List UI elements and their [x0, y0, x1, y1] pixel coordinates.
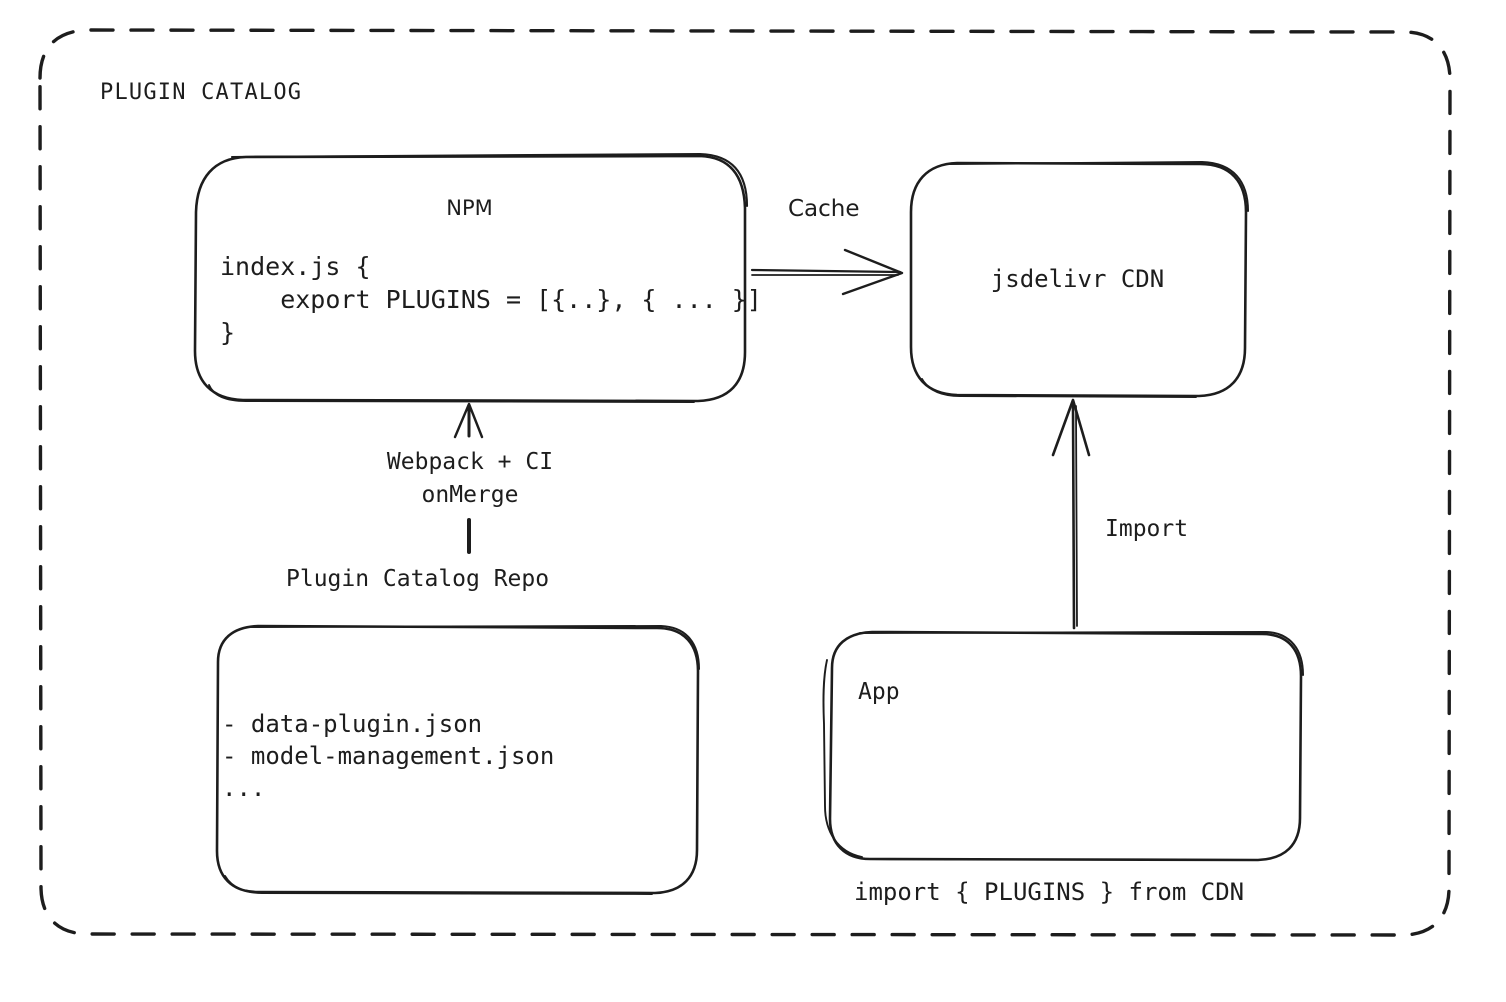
app-node-title: App — [858, 679, 900, 705]
repo-node-caption: Plugin Catalog Repo — [286, 566, 550, 592]
app-node-code: import { PLUGINS } from CDN PLUGINS.forE… — [854, 737, 1244, 1002]
cache-edge-label: Cache — [788, 196, 860, 222]
cache-arrow — [750, 248, 904, 296]
app-code-line-1: import { PLUGINS } from CDN — [854, 878, 1245, 906]
import-edge-label: Import — [1105, 516, 1189, 542]
build-edge-label: Webpack + CI onMerge — [386, 449, 554, 508]
repo-node-file-list: - data-plugin.json - model-management.js… — [222, 710, 555, 802]
npm-node-title: NPM — [446, 196, 493, 220]
cdn-node-title: jsdelivr CDN — [990, 265, 1165, 293]
npm-node-code: index.js { export PLUGINS = [{..}, { ...… — [220, 252, 762, 347]
plugin-catalog-title: PLUGIN CATALOG — [100, 80, 303, 105]
import-arrow — [1051, 398, 1091, 630]
